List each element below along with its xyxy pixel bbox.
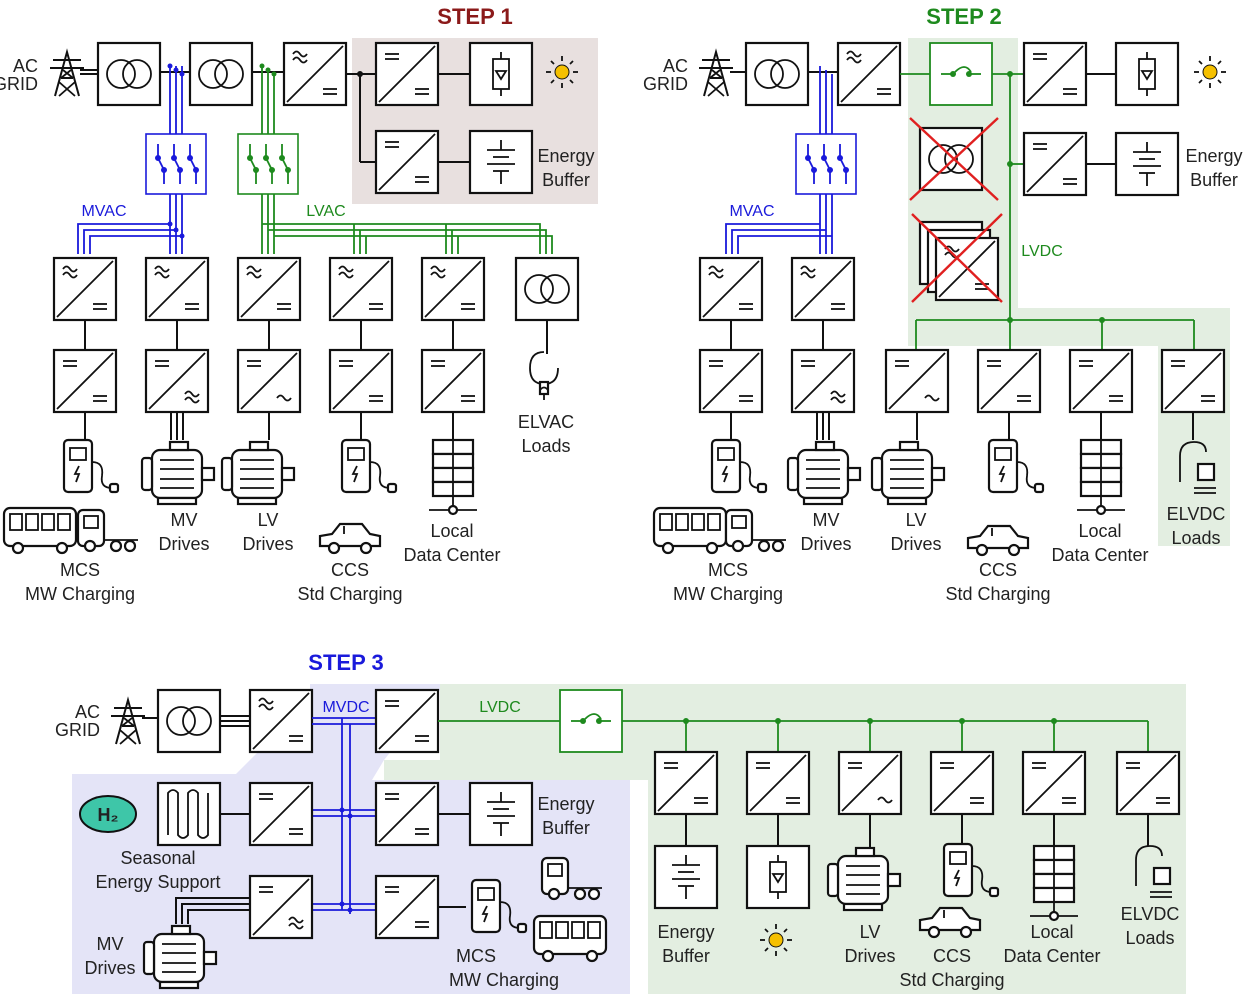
seasonal-label-1: Seasonal <box>120 848 195 868</box>
energy-buffer-label-1: Energy <box>537 794 594 814</box>
mcs-label: MCS <box>456 946 496 966</box>
server-icon <box>1075 438 1127 516</box>
mv-drives-label-2: Drives <box>158 534 209 554</box>
step2-panel: STEP 2 AC GRID Energy Buffer LVDC <box>643 4 1243 604</box>
mcs-label: MCS <box>708 560 748 580</box>
motor-icon <box>870 440 946 506</box>
mw-charging-label: MW Charging <box>25 584 135 604</box>
dc-breaker <box>929 42 993 106</box>
lvdc-label: LVDC <box>1021 243 1063 260</box>
bus-icon <box>2 506 78 555</box>
lv-transformer <box>188 41 254 107</box>
local-label: Local <box>430 521 473 541</box>
mv-drives-label-1: MV <box>97 934 124 954</box>
elvac-label-1: ELVAC <box>518 412 574 432</box>
ac-grid-label-1: AC <box>13 56 38 76</box>
std-charging-label: Std Charging <box>899 970 1004 990</box>
truck-icon <box>724 508 788 553</box>
charger-icon <box>340 438 398 494</box>
energy-buffer-lv-label-1: Energy <box>657 922 714 942</box>
energy-buffer-lv-label-2: Buffer <box>662 946 710 966</box>
local-label: Local <box>1030 922 1073 942</box>
motor-icon <box>786 440 862 506</box>
pylon-icon <box>49 51 85 97</box>
mv-drives-label-2: Drives <box>84 958 135 978</box>
pylon-icon <box>698 51 734 97</box>
car-icon <box>318 522 382 555</box>
mvac-label: MVAC <box>81 203 126 220</box>
plug-icon <box>528 350 560 402</box>
motor-icon <box>220 440 296 506</box>
mw-charging-label: MW Charging <box>449 970 559 990</box>
ac-grid-label-2: GRID <box>0 74 38 94</box>
elvdc-label-1: ELVDC <box>1121 904 1180 924</box>
ccs-label: CCS <box>979 560 1017 580</box>
bus-icon <box>652 506 728 555</box>
ac-grid-label-2: GRID <box>55 720 100 740</box>
energy-buffer-label-2: Buffer <box>542 170 590 190</box>
mv-drives-label-2: Drives <box>800 534 851 554</box>
charger-icon <box>987 438 1045 494</box>
local-label: Local <box>1078 521 1121 541</box>
std-charging-label: Std Charging <box>297 584 402 604</box>
elvdc-label-1: ELVDC <box>1167 504 1226 524</box>
data-center-label: Data Center <box>1003 946 1100 966</box>
mv-transformer <box>744 41 810 107</box>
mw-charging-label: MW Charging <box>673 584 783 604</box>
mvdc-label: MVDC <box>322 699 369 716</box>
lvac-label: LVAC <box>306 203 345 220</box>
step2-title: STEP 2 <box>926 4 1001 29</box>
car-icon <box>966 524 1030 557</box>
mv-transformer <box>96 41 162 107</box>
charger-icon <box>710 438 768 494</box>
h2-tank-icon <box>79 795 137 833</box>
mcs-label: MCS <box>60 560 100 580</box>
ac-grid-label-1: AC <box>663 56 688 76</box>
ccs-label: CCS <box>331 560 369 580</box>
pylon-icon <box>110 699 146 745</box>
seasonal-label-2: Energy Support <box>95 872 220 892</box>
energy-buffer-label-1: Energy <box>537 146 594 166</box>
data-center-label: Data Center <box>403 545 500 565</box>
energy-buffer-label-2: Buffer <box>542 818 590 838</box>
step1-panel: STEP 1 AC GRID Energy Buffer <box>0 4 598 604</box>
energy-buffer-label-2: Buffer <box>1190 170 1238 190</box>
charger-icon <box>62 438 120 494</box>
lv-drives-label-1: LV <box>860 922 881 942</box>
step1-title: STEP 1 <box>437 4 512 29</box>
mv-drives-label-1: MV <box>171 510 198 530</box>
truck-icon <box>76 508 140 553</box>
elvdc-label-2: Loads <box>1125 928 1174 948</box>
step3-title: STEP 3 <box>308 650 383 675</box>
energy-buffer-label-1: Energy <box>1185 146 1242 166</box>
lv-drives-label-2: Drives <box>242 534 293 554</box>
data-center-label: Data Center <box>1051 545 1148 565</box>
elvac-label-2: Loads <box>521 436 570 456</box>
ac-grid-label-1: AC <box>75 702 100 722</box>
dc-breaker <box>559 689 623 753</box>
lv-drives-label-2: Drives <box>844 946 895 966</box>
motor-icon <box>140 440 216 506</box>
mvac-label: MVAC <box>729 203 774 220</box>
lvdc-label: LVDC <box>479 699 521 716</box>
step3-panel: STEP 3 AC GRID MVDC LVDC H₂ Seasonal Ene… <box>55 650 1186 994</box>
mv-drives-label-1: MV <box>813 510 840 530</box>
ac-grid-label-2: GRID <box>643 74 688 94</box>
elvdc-label-2: Loads <box>1171 528 1220 548</box>
server-icon <box>427 438 479 516</box>
bus-icon <box>532 914 608 963</box>
lv-drives-label-2: Drives <box>890 534 941 554</box>
std-charging-label: Std Charging <box>945 584 1050 604</box>
step2-lvdc-area <box>908 38 1230 546</box>
ccs-label: CCS <box>933 946 971 966</box>
sun-icon <box>1193 55 1227 89</box>
lv-drives-label-1: LV <box>906 510 927 530</box>
h2-label: H₂ <box>98 805 119 825</box>
lv-drives-label-1: LV <box>258 510 279 530</box>
